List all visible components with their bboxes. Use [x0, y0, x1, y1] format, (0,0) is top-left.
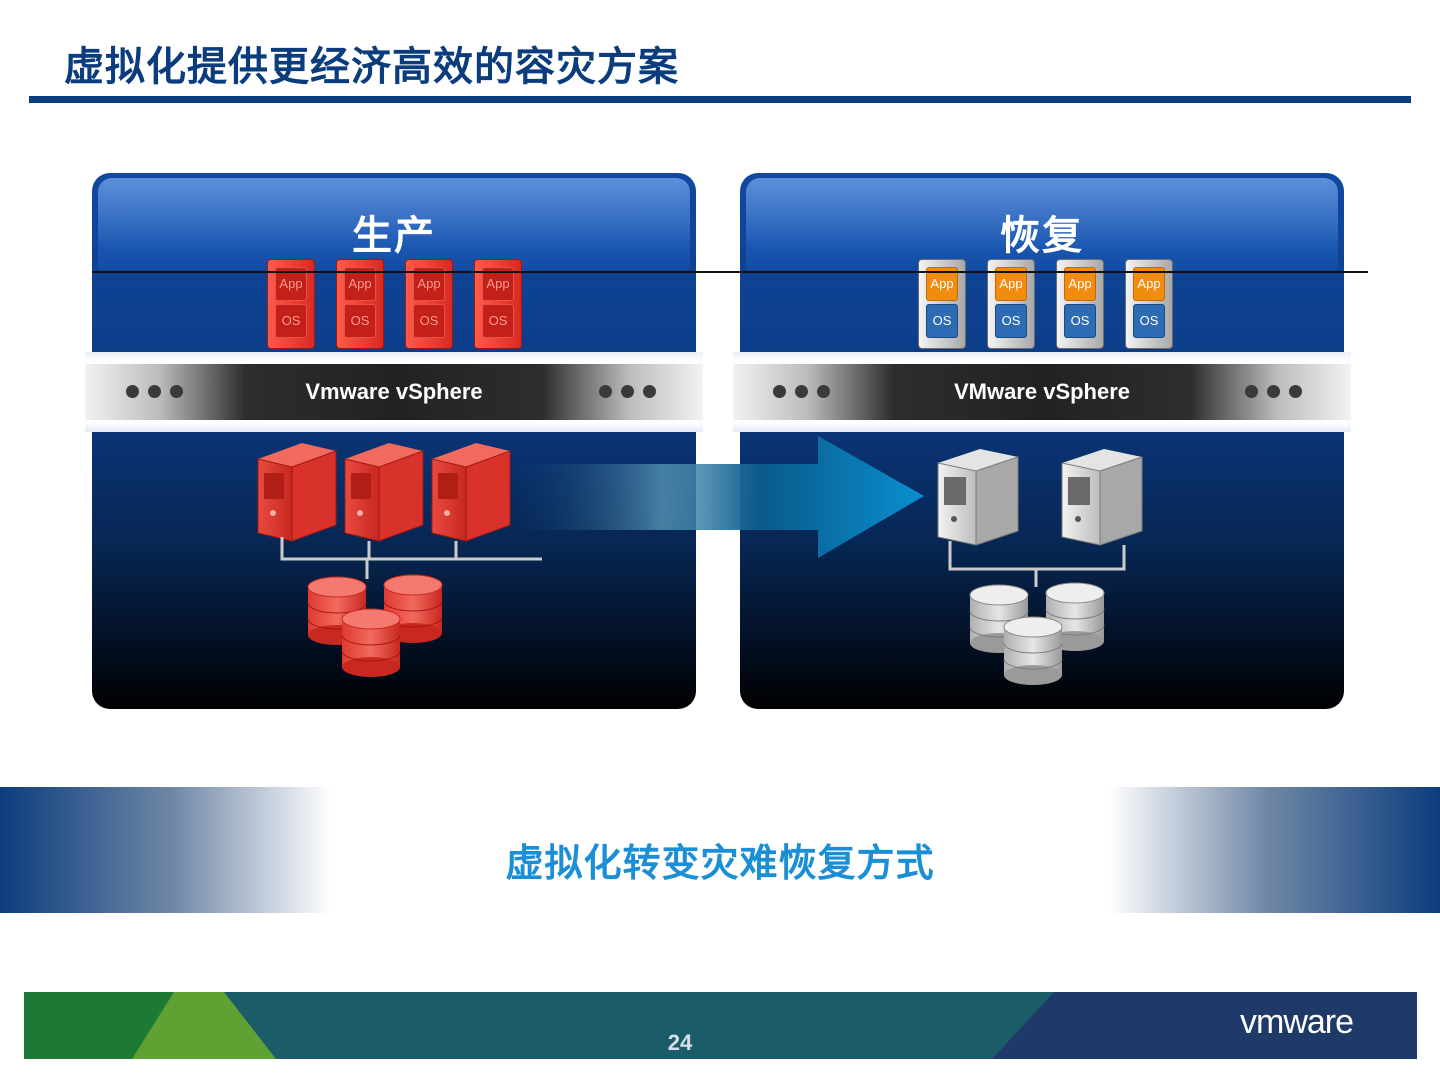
footer-bar: [24, 992, 1417, 1059]
recovery-vsphere-bar: VMware vSphere: [733, 352, 1351, 432]
dot-icon: [148, 385, 161, 398]
vm-os-label: OS: [1064, 304, 1096, 338]
production-vm-4: App OS: [474, 259, 522, 349]
dot-icon: [126, 385, 139, 398]
vm-os-label: OS: [995, 304, 1027, 338]
dot-icon: [170, 385, 183, 398]
recovery-vm-3: App OS: [1056, 259, 1104, 349]
recovery-vm-1: App OS: [918, 259, 966, 349]
connector-lines: [948, 541, 1126, 587]
vm-os-label: OS: [1133, 304, 1165, 338]
server-icon: [1061, 449, 1143, 546]
separator-line: [92, 271, 1368, 273]
replication-arrow-icon: [520, 436, 924, 558]
database-icon: [1003, 616, 1063, 685]
dot-icon: [643, 385, 656, 398]
recovery-servers-storage: [937, 449, 1143, 685]
server-icon: [937, 449, 1019, 546]
production-vm-2: App OS: [336, 259, 384, 349]
production-title: 生产: [352, 213, 436, 259]
dot-icon: [773, 385, 786, 398]
production-header: [98, 178, 690, 272]
bottom-banner: [0, 787, 1440, 913]
vm-os-label: OS: [482, 304, 514, 338]
title-underline: [29, 96, 1411, 103]
dot-icon: [1245, 385, 1258, 398]
database-icon: [341, 608, 401, 677]
dot-icon: [599, 385, 612, 398]
dot-icon: [817, 385, 830, 398]
vm-os-label: OS: [275, 304, 307, 338]
server-icon: [344, 443, 424, 542]
recovery-vm-2: App OS: [987, 259, 1035, 349]
vsphere-label: Vmware vSphere: [305, 379, 483, 404]
page-number: 24: [667, 1030, 693, 1055]
dot-icon: [621, 385, 634, 398]
server-icon: [257, 443, 337, 542]
recovery-header: [746, 178, 1338, 272]
recovery-title: 恢复: [1000, 213, 1084, 259]
vm-os-label: OS: [413, 304, 445, 338]
recovery-panel: 恢复 App OS App OS App OS App OS: [740, 173, 1344, 709]
vsphere-label: VMware vSphere: [953, 379, 1131, 404]
production-panel: 生产 App OS App OS App OS App OS: [92, 173, 696, 709]
server-icon: [431, 443, 511, 542]
dot-icon: [1289, 385, 1302, 398]
connector-lines: [280, 537, 542, 579]
banner-text: 虚拟化转变灾难恢复方式: [505, 841, 935, 885]
production-servers-storage: [257, 443, 542, 677]
vm-os-label: OS: [926, 304, 958, 338]
dot-icon: [1267, 385, 1280, 398]
production-vsphere-bar: Vmware vSphere: [85, 352, 703, 432]
vmware-logo: vmware: [1240, 1003, 1354, 1041]
slide-title: 虚拟化提供更经济高效的容灾方案: [64, 44, 679, 90]
dot-icon: [795, 385, 808, 398]
production-vm-3: App OS: [405, 259, 453, 349]
vm-os-label: OS: [344, 304, 376, 338]
recovery-vm-4: App OS: [1125, 259, 1173, 349]
